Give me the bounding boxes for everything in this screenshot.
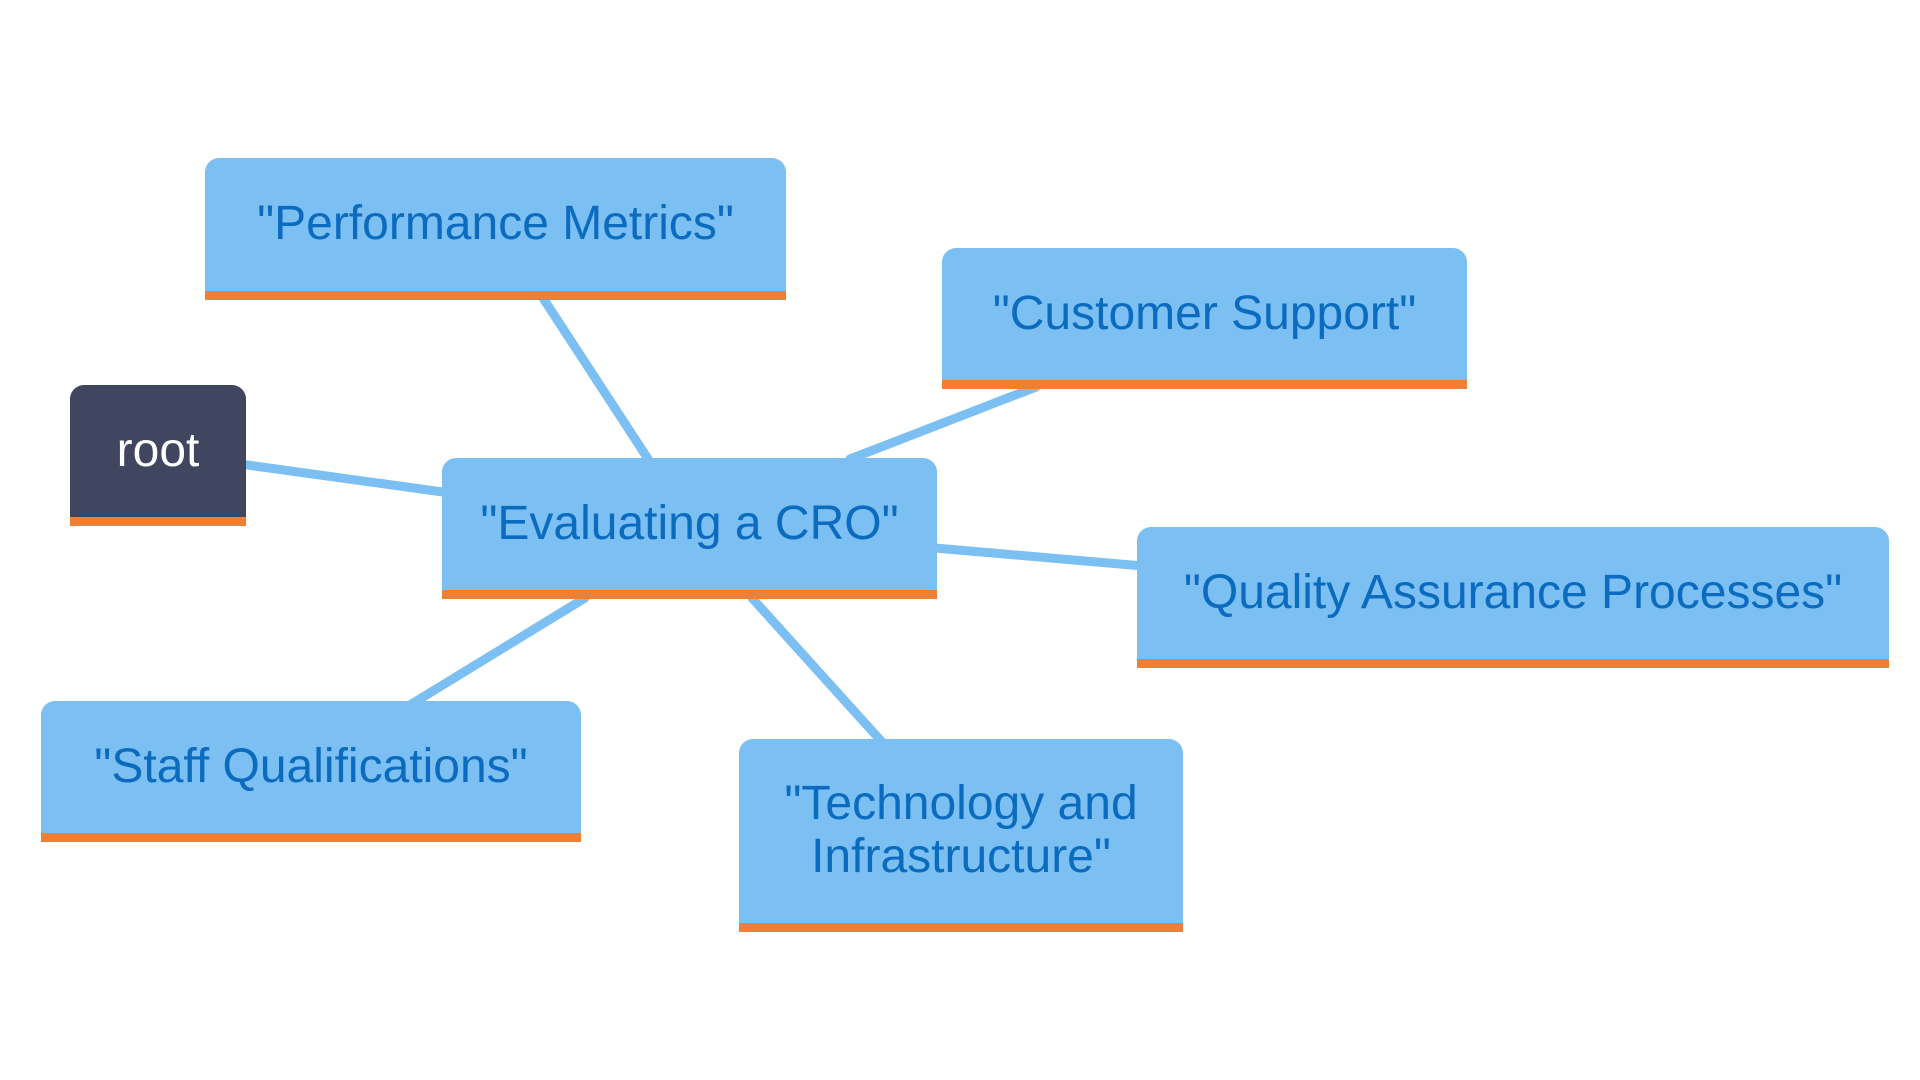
node-quality-assurance-processes: "Quality Assurance Processes" bbox=[1137, 527, 1889, 668]
edge-center-quality bbox=[930, 543, 1148, 571]
node-performance-metrics: "Performance Metrics" bbox=[205, 158, 786, 300]
edge-center-technology bbox=[747, 593, 887, 747]
edge-center-support bbox=[845, 382, 1041, 464]
node-root: root bbox=[70, 385, 246, 526]
edge-center-performance bbox=[538, 293, 655, 467]
node-staff-qualifications: "Staff Qualifications" bbox=[41, 701, 581, 842]
node-evaluating-a-cro: "Evaluating a CRO" bbox=[442, 458, 937, 599]
node-technology-and-infrastructure: "Technology and Infrastructure" bbox=[739, 739, 1183, 932]
edge-center-staff bbox=[405, 593, 590, 710]
node-customer-support: "Customer Support" bbox=[942, 248, 1467, 389]
edge-root-center bbox=[235, 459, 455, 498]
